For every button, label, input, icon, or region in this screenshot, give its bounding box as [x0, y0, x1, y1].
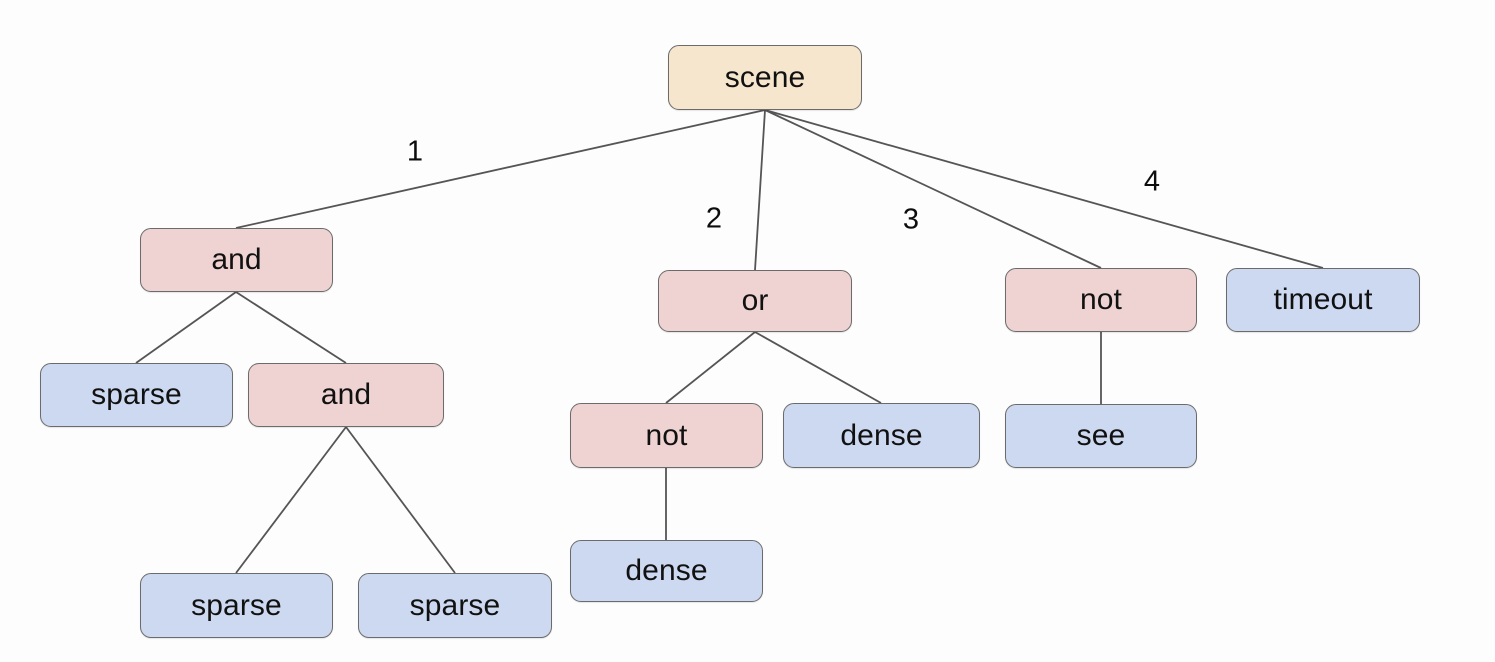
tree-node-timeout1[interactable]: timeout	[1226, 268, 1420, 332]
edge-label-2: 2	[705, 202, 723, 235]
tree-edge	[665, 331, 756, 404]
tree-node-label: and	[211, 243, 262, 276]
edge-label-1: 1	[406, 135, 424, 168]
tree-edge	[235, 291, 347, 364]
tree-node-label: timeout	[1273, 283, 1373, 316]
tree-node-label: dense	[840, 418, 923, 452]
tree-edge	[135, 291, 237, 364]
tree-node-label: and	[320, 378, 372, 411]
tree-node-and1[interactable]: and	[140, 228, 333, 292]
tree-node-scene[interactable]: scene	[668, 45, 862, 110]
tree-node-label: see	[1076, 419, 1126, 452]
tree-node-label: dense	[625, 554, 708, 587]
tree-edge	[235, 426, 347, 574]
tree-node-label: or	[741, 284, 769, 317]
tree-edge	[764, 109, 1102, 269]
tree-node-label: not	[1079, 283, 1122, 316]
tree-node-label: not	[645, 418, 688, 452]
tree-node-or1[interactable]: or	[658, 270, 852, 332]
tree-node-not2[interactable]: not	[1005, 268, 1197, 332]
tree-node-sparse2[interactable]: sparse	[140, 573, 333, 638]
tree-edge	[345, 426, 456, 574]
tree-edge	[754, 109, 766, 271]
tree-node-dense1[interactable]: dense	[783, 403, 980, 468]
tree-node-label: sparse	[409, 588, 501, 622]
tree-edge	[764, 109, 1324, 269]
tree-node-dense2[interactable]: dense	[570, 540, 763, 602]
tree-node-and2[interactable]: and	[248, 363, 444, 427]
tree-node-label: sparse	[191, 588, 282, 622]
tree-edge	[235, 109, 766, 229]
tree-node-sparse3[interactable]: sparse	[358, 573, 552, 638]
tree-node-not1[interactable]: not	[570, 403, 763, 468]
edge-label-4: 4	[1143, 165, 1161, 198]
tree-edge	[754, 331, 882, 404]
tree-node-sparse1[interactable]: sparse	[40, 363, 233, 427]
tree-node-label: scene	[724, 60, 806, 94]
tree-node-see1[interactable]: see	[1005, 404, 1197, 468]
edge-label-3: 3	[902, 203, 920, 236]
tree-node-label: sparse	[91, 378, 182, 411]
